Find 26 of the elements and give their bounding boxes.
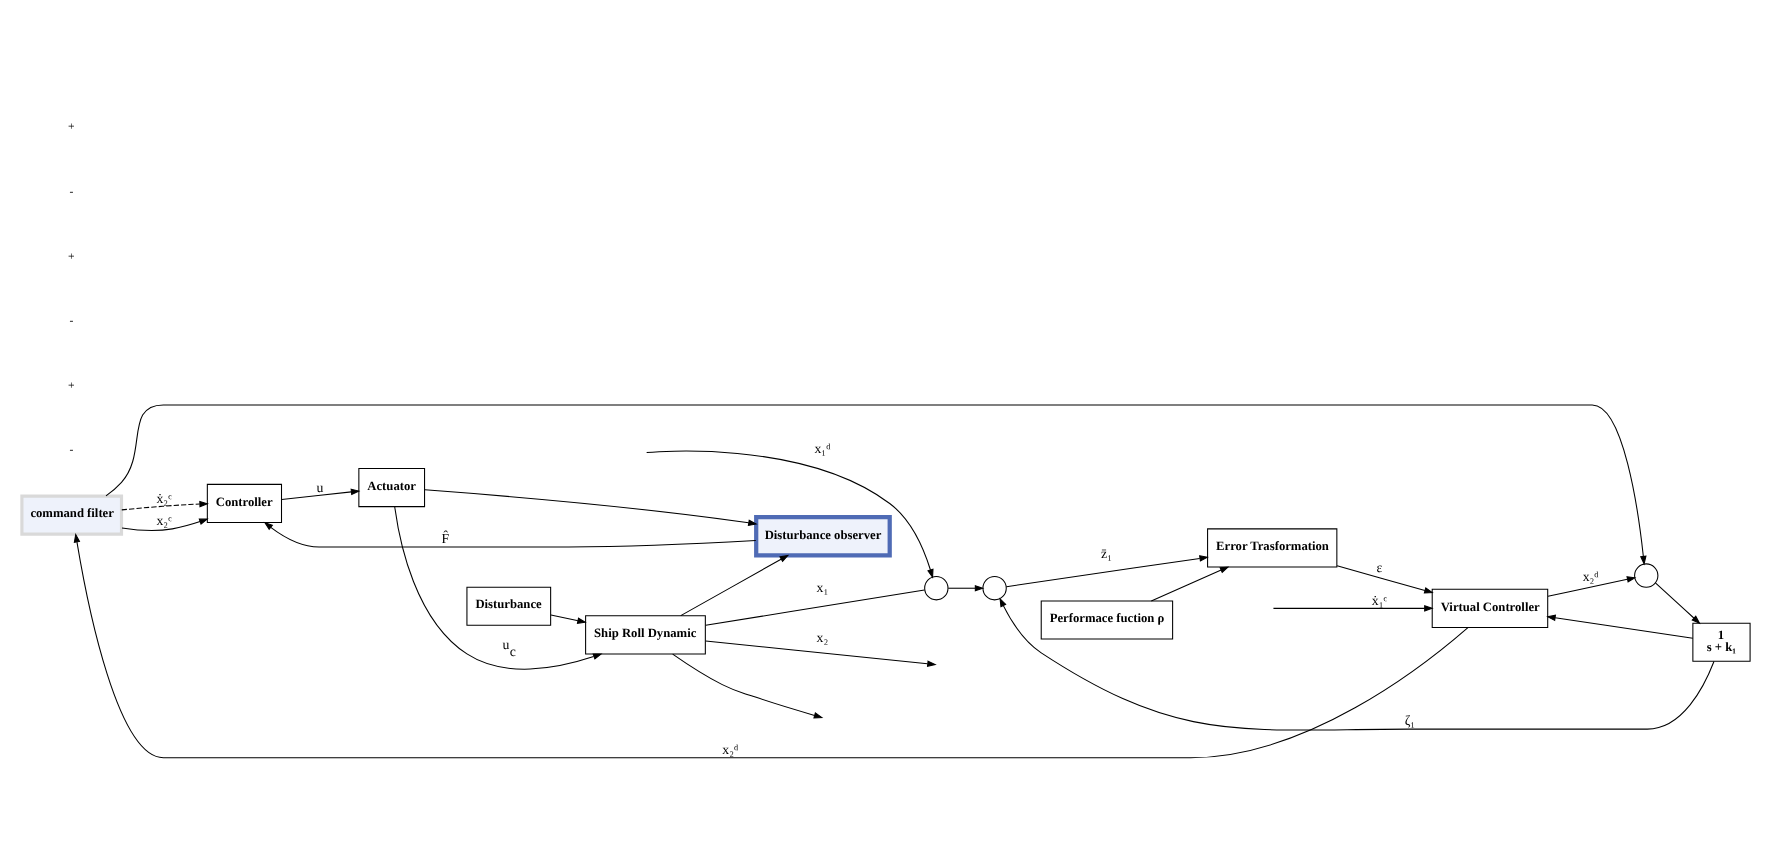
arrow — [1150, 565, 1230, 601]
arrow — [1272, 604, 1434, 611]
arrow — [646, 449, 934, 578]
arrow — [121, 517, 209, 531]
arrow — [999, 596, 1715, 730]
arrow — [672, 652, 824, 718]
arrow — [394, 505, 603, 669]
arrow — [1654, 581, 1701, 624]
connector — [705, 588, 925, 625]
arrow — [947, 583, 985, 591]
arrow — [105, 403, 1647, 565]
arrow — [550, 613, 587, 623]
node-circle — [982, 575, 1007, 600]
arrow — [705, 639, 937, 666]
node-circle — [924, 575, 949, 600]
arrow — [424, 488, 758, 526]
arrow — [680, 553, 790, 616]
arrow — [1336, 564, 1434, 593]
arrow — [121, 499, 209, 510]
arrow — [281, 487, 361, 499]
arrow — [1547, 575, 1637, 596]
arrow — [1546, 613, 1694, 638]
arrow — [73, 531, 1469, 758]
node-circle — [1634, 562, 1659, 587]
arrow — [1005, 554, 1209, 587]
arrow — [263, 520, 757, 547]
